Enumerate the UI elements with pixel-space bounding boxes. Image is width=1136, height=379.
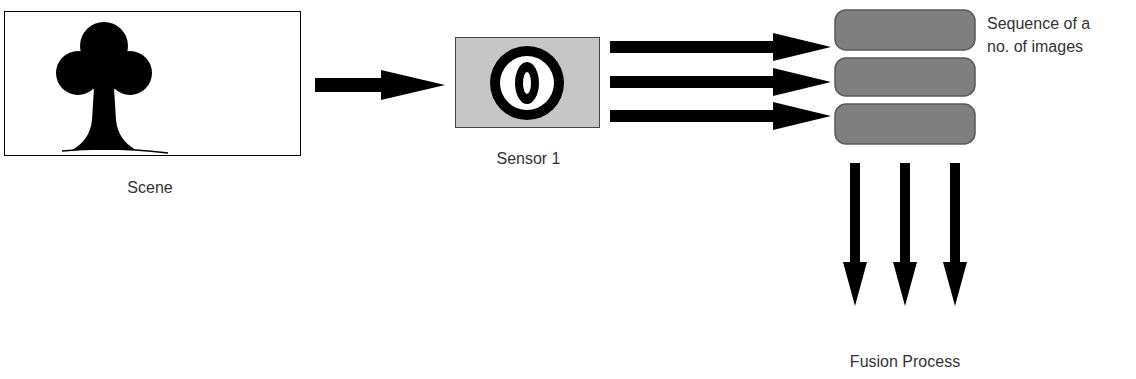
sensor-box: Sensor 1 [455, 37, 600, 128]
node-label: Sequence of a no. of images [987, 12, 1099, 58]
image-stack: Sequence of a no. of images [835, 8, 975, 146]
image-slabs [835, 10, 975, 144]
node-label: Sensor 1 [436, 147, 621, 170]
flow-arrow [610, 76, 773, 88]
process-label: Fusion Process [805, 350, 1005, 373]
tree-figure [56, 22, 168, 153]
sensor-body [455, 37, 600, 128]
down-arrows [843, 163, 967, 306]
node-label: Scene [5, 176, 295, 199]
flow-arrow [315, 78, 381, 92]
flow-arrow [610, 41, 773, 53]
eye-symbol [490, 46, 564, 120]
scene-ground [4, 11, 301, 156]
flow-arrow [610, 110, 773, 122]
scene-box: Scene [4, 11, 301, 156]
